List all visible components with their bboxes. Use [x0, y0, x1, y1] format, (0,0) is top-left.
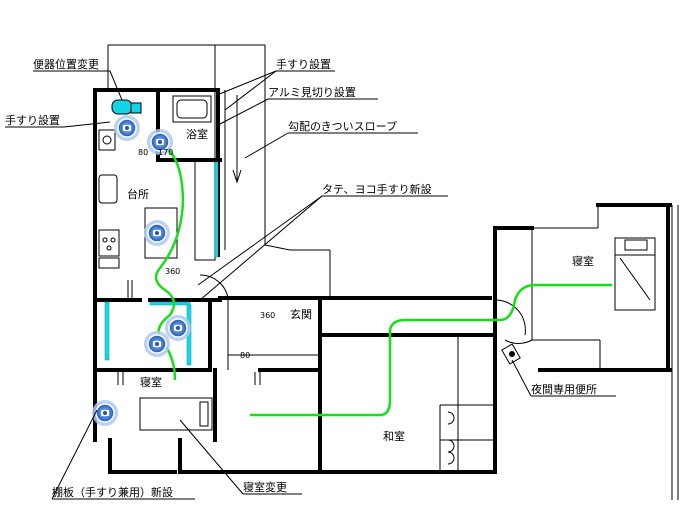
- room-label-bedroom-left: 寝室: [140, 375, 162, 389]
- bathtub-icon: [172, 95, 212, 123]
- arrow-down-icon: [232, 95, 242, 184]
- camera-marker-icon[interactable]: [143, 330, 171, 358]
- room-label-washitsu: 和室: [383, 429, 405, 443]
- camera-marker-icon[interactable]: [113, 114, 141, 142]
- walls: [93, 44, 679, 500]
- callout-night-toilet: 夜間専用便所: [531, 382, 597, 396]
- camera-marker-icon[interactable]: [143, 219, 171, 247]
- callout-toilet-move: 便器位置変更: [33, 57, 99, 71]
- portable-toilet-icon: [501, 343, 521, 365]
- room-label-bath: 浴室: [186, 127, 208, 141]
- dimension-label: 170: [158, 148, 173, 157]
- dimension-label: 360: [260, 311, 275, 320]
- handrail-bars: [104, 161, 219, 366]
- room-label-entrance: 玄関: [290, 307, 312, 321]
- stairs-hatch: [117, 280, 261, 385]
- callout-aluminum-threshold: アルミ見切り設置: [268, 85, 356, 99]
- bed-icon: [139, 237, 656, 431]
- sink-icon: [98, 129, 116, 151]
- room-label-bedroom-right: 寝室: [572, 254, 594, 268]
- callout-bedroom-change: 寝室変更: [243, 480, 287, 494]
- stove-icon: [98, 174, 120, 257]
- callout-handrail-left: 手すり設置: [5, 113, 60, 127]
- dimension-label: 80: [138, 148, 148, 157]
- door-swings: [199, 274, 533, 465]
- callout-shelf-handrail: 棚板（手すり兼用）新設: [52, 485, 173, 499]
- toilet-icon: [111, 99, 142, 115]
- camera-marker-icon[interactable]: [164, 314, 192, 342]
- dimension-label: 80: [240, 351, 250, 360]
- callout-handrail-new: タテ、ヨコ手すり新設: [322, 182, 432, 196]
- room-label-kitchen: 台所: [127, 187, 149, 201]
- movement-path: [250, 283, 612, 417]
- callout-handrail-right: 手すり設置: [276, 57, 331, 71]
- dimension-label: 360: [165, 267, 180, 276]
- callout-steep-slope: 勾配のきついスロープ: [288, 120, 397, 133]
